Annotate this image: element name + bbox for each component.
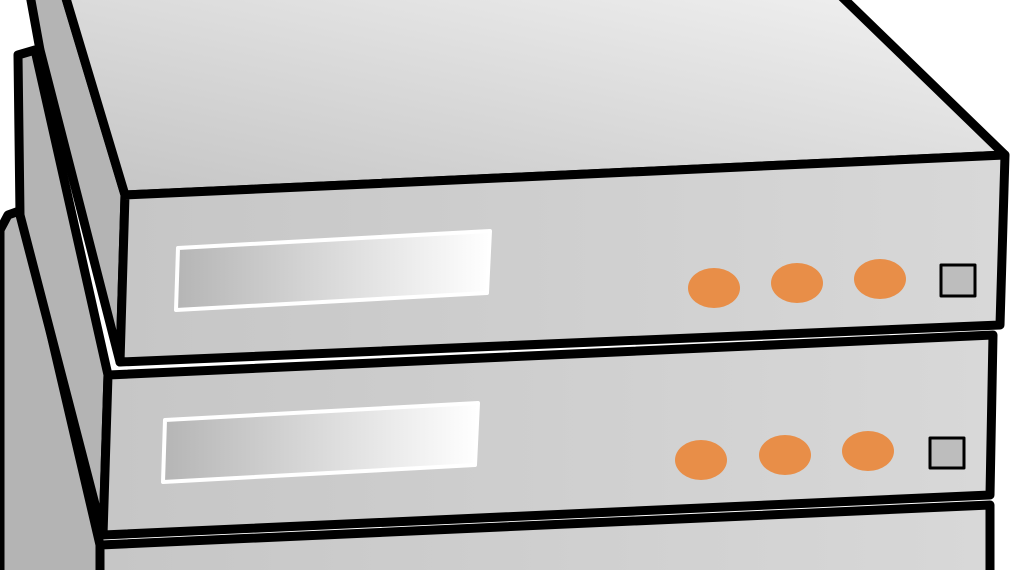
unit-2-led-3 <box>842 431 894 471</box>
unit-1-led-1 <box>688 268 740 308</box>
unit-3-front <box>95 500 995 570</box>
unit-2-led-2 <box>759 435 811 475</box>
server-unit-2 <box>13 45 998 540</box>
server-unit-3 <box>0 205 995 570</box>
unit-2-front <box>98 330 998 540</box>
unit-1-button <box>939 263 977 298</box>
unit-1-led-2 <box>771 263 823 303</box>
unit-2-led-1 <box>675 440 727 480</box>
unit-2-display <box>161 401 480 484</box>
unit-1-front <box>115 150 1010 367</box>
unit-2-button <box>928 436 966 470</box>
unit-1-display <box>174 229 492 312</box>
server-unit-1 <box>26 0 1010 367</box>
unit-1-led-3 <box>854 259 906 299</box>
